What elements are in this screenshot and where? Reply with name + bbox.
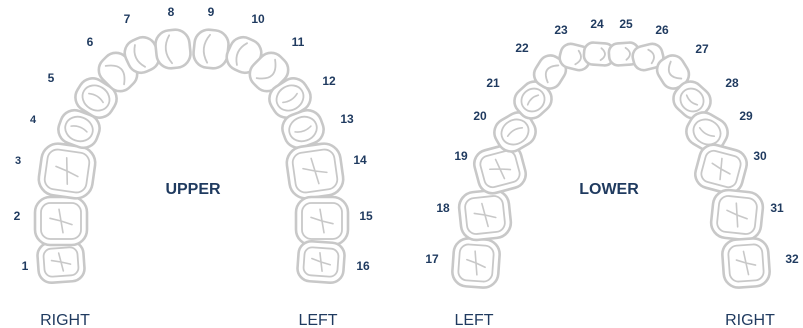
upper-tooth-12-number: 12	[322, 74, 336, 88]
lower-tooth-32-number: 32	[785, 252, 799, 266]
lower-tooth-23-number: 23	[554, 23, 568, 37]
lower-tooth-31-number: 31	[770, 201, 784, 215]
upper-tooth-7-number: 7	[124, 12, 131, 26]
upper-tooth-8-number: 8	[168, 5, 175, 19]
lower-tooth-30[interactable]	[692, 142, 750, 197]
lower-tooth-21-number: 21	[486, 76, 500, 90]
upper-tooth-2[interactable]	[35, 197, 87, 245]
lower-tooth-31[interactable]	[710, 189, 765, 242]
upper-tooth-11-number: 11	[292, 35, 305, 49]
lower-tooth-18[interactable]	[458, 189, 513, 242]
lower-tooth-24-number: 24	[590, 17, 604, 31]
upper-tooth-15[interactable]	[296, 197, 348, 245]
upper-tooth-14-number: 14	[353, 153, 367, 167]
lower-tooth-17-number: 17	[425, 252, 439, 266]
upper-tooth-10-number: 10	[251, 12, 265, 26]
upper-tooth-13-number: 13	[340, 112, 354, 126]
upper-tooth-16-number: 16	[356, 259, 370, 273]
lower-tooth-32[interactable]	[721, 237, 770, 288]
upper-right-side-label: RIGHT	[40, 312, 90, 328]
lower-left-side-label: LEFT	[454, 312, 493, 328]
lower-tooth-20-number: 20	[473, 109, 487, 123]
upper-left-side-label: LEFT	[298, 312, 337, 328]
upper-tooth-5-number: 5	[48, 71, 55, 85]
lower-right-side-label: RIGHT	[725, 312, 775, 328]
upper-tooth-3[interactable]	[37, 141, 98, 200]
lower-tooth-22-number: 22	[515, 41, 529, 55]
lower-tooth-18-number: 18	[436, 201, 450, 215]
lower-arch: 17 18 19 20 21 22 23 24 25 26 27 28 29 30 31 32	[425, 17, 799, 289]
upper-tooth-9-number: 9	[208, 5, 215, 19]
upper-tooth-4-number: 4	[30, 114, 37, 126]
upper-tooth-8-outline	[154, 28, 192, 69]
lower-tooth-17[interactable]	[451, 237, 500, 288]
upper-tooth-14[interactable]	[285, 141, 346, 200]
lower-tooth-27-number: 27	[695, 42, 709, 56]
upper-tooth-3-number: 3	[15, 155, 21, 167]
upper-tooth-15-number: 15	[359, 209, 373, 223]
lower-tooth-19-number: 19	[454, 149, 468, 163]
lower-tooth-25-number: 25	[619, 17, 633, 31]
lower-arch-title: LOWER	[579, 181, 639, 198]
upper-tooth-9[interactable]	[192, 28, 230, 69]
upper-tooth-1-number: 1	[22, 259, 29, 273]
lower-tooth-29-number: 29	[739, 109, 753, 123]
upper-tooth-1[interactable]	[37, 240, 86, 283]
upper-tooth-8[interactable]	[154, 28, 192, 69]
lower-tooth-26-number: 26	[655, 23, 669, 37]
upper-tooth-2-number: 2	[14, 209, 21, 223]
upper-arch-title: UPPER	[165, 181, 221, 198]
lower-tooth-30-number: 30	[753, 149, 767, 163]
upper-tooth-16[interactable]	[297, 240, 346, 283]
upper-tooth-6-number: 6	[87, 35, 94, 49]
lower-tooth-28-number: 28	[725, 76, 739, 90]
upper-tooth-9-outline	[192, 28, 230, 69]
